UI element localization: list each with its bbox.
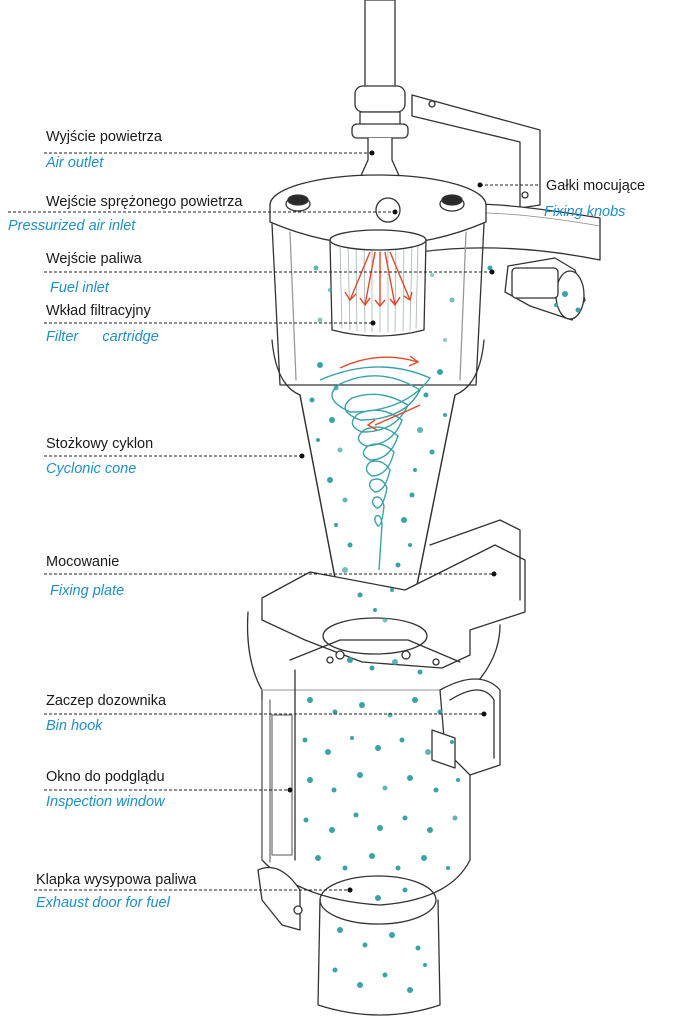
filter-cartridge-label-pl: Wkład filtracyjny — [46, 302, 151, 320]
fixing-plate-label-pl: Mocowanie — [46, 553, 119, 571]
inspection-window-label-en: Inspection window — [46, 793, 165, 811]
filter-cartridge-label-en: Filter cartridge — [46, 328, 159, 346]
inspection-window-label-pl: Okno do podglądu — [46, 768, 165, 786]
fixing-plate — [262, 520, 525, 668]
filter-cartridge — [330, 230, 426, 336]
bin-hook-label-pl: Zaczep dozownika — [46, 692, 166, 710]
cyclonic-cone-label-en: Cyclonic cone — [46, 460, 136, 478]
fixing-knobs-label-en: Fixing knobs — [544, 203, 625, 221]
cyclonic-cone-label-pl: Stożkowy cyklon — [46, 435, 153, 453]
air-outlet-label-pl: Wyjście powietrza — [46, 128, 162, 146]
bin-hook-label-en: Bin hook — [46, 717, 102, 735]
exhaust-door-label-en: Exhaust door for fuel — [36, 894, 170, 912]
exhaust-door-label-pl: Klapka wysypowa paliwa — [36, 871, 196, 889]
fuel-inlet-label-pl: Wejście paliwa — [46, 250, 142, 268]
cyclone-spiral — [320, 367, 430, 570]
fuel-inlet-label-en: Fuel inlet — [50, 279, 109, 297]
fixing-knobs-label-pl: Gałki mocujące — [546, 177, 645, 195]
pressurized-air-inlet-label-en: Pressurized air inlet — [8, 217, 135, 235]
fixing-plate-label-en: Fixing plate — [50, 582, 124, 600]
bin-hook — [432, 679, 500, 775]
pressurized-air-inlet-label-pl: Wejście sprężonego powietrza — [46, 193, 242, 211]
air-outlet-label-en: Air outlet — [46, 154, 103, 172]
air-outlet-pipe — [350, 0, 410, 200]
